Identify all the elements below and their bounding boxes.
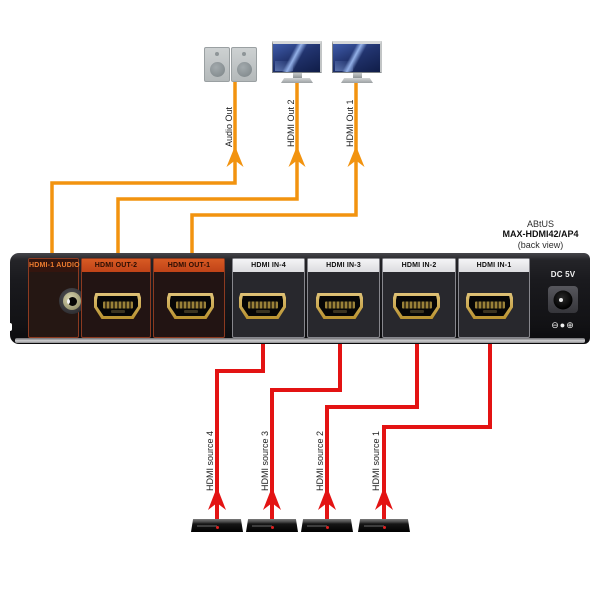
label-hdmi-source-2: HDMI source 2 (315, 430, 325, 491)
speaker-right-icon (231, 47, 257, 82)
speaker-woofer (236, 62, 252, 77)
arrow-up-source-4-icon (208, 487, 226, 510)
audio-jack-hole (67, 296, 77, 306)
label-audio-out: Audio Out (224, 106, 234, 147)
source-device-1-icon (358, 519, 410, 532)
arrow-up-source-2-icon (318, 487, 336, 510)
hdmi-in-2-port (393, 293, 440, 319)
port-label-hdmi1-audio: HDMI-1 AUDIO (29, 259, 80, 272)
cable-hdmi-out-2 (116, 80, 299, 258)
port-label-hdmi-in-3: HDMI IN-3 (308, 259, 379, 272)
view-caption: (back view) (517, 240, 564, 250)
speaker-pair-icon (204, 47, 257, 82)
hdmi-out-1-port (167, 293, 214, 319)
monitor-screen (272, 41, 322, 73)
label-hdmi-source-4: HDMI source 4 (205, 430, 215, 491)
section-hdmi1-audio: HDMI-1 AUDIO (28, 258, 85, 338)
arrow-up-hdmi-out-1-icon (347, 146, 365, 167)
port-label-hdmi-out-1: HDMI OUT-1 (154, 259, 224, 272)
monitor-out-2-icon (272, 41, 322, 83)
switcher-rear-panel: HDMI-1 AUDIO HDMI OUT-2 HDMI OUT-1 HDMI … (9, 253, 592, 344)
dc-power-jack (548, 286, 578, 313)
monitor-base (281, 78, 313, 83)
model-number: MAX-HDMI42/AP4 (502, 229, 579, 239)
arrow-up-hdmi-out-2-icon (288, 146, 306, 167)
panel-bottom-edge (15, 338, 585, 343)
speaker-tweeter (215, 52, 219, 56)
audio-jack-port (59, 288, 85, 314)
speaker-left-icon (204, 47, 230, 82)
cable-hdmi-in-3 (270, 336, 342, 520)
dc-jack-pin (559, 298, 564, 303)
cable-hdmi-out-1 (190, 80, 358, 258)
source-device-4-icon (191, 519, 243, 532)
brand-name: ABtUS (526, 219, 554, 229)
cable-audio-out (50, 80, 237, 258)
port-label-hdmi-in-1: HDMI IN-1 (459, 259, 529, 272)
hdmi-in-1-port (466, 293, 513, 319)
arrow-up-source-3-icon (263, 487, 281, 510)
cable-hdmi-in-2 (325, 336, 419, 520)
label-hdmi-source-1: HDMI source 1 (371, 430, 381, 491)
hdmi-in-4-port (239, 293, 286, 319)
hdmi-in-3-port (316, 293, 363, 319)
device-title: ABtUS MAX-HDMI42/AP4 (back view) (478, 219, 600, 250)
polarity-symbols: ⊖●⊕ (551, 320, 575, 330)
label-hdmi-source-3: HDMI source 3 (260, 430, 270, 491)
label-hdmi-out-1: HDMI Out 1 (345, 99, 355, 147)
monitor-neck (352, 73, 362, 78)
panel-left-notch (9, 323, 12, 331)
section-dc-power: DC 5V ⊖●⊕ (534, 258, 592, 338)
monitor-neck (292, 73, 302, 78)
port-label-hdmi-in-2: HDMI IN-2 (383, 259, 455, 272)
hdmi-out-2-port (94, 293, 141, 319)
monitor-out-1-icon (332, 41, 382, 83)
speaker-woofer (209, 62, 225, 77)
monitor-base (341, 78, 373, 83)
source-device-3-icon (246, 519, 298, 532)
arrow-up-audio-out-icon (226, 146, 244, 167)
arrow-up-source-1-icon (375, 487, 393, 510)
cable-hdmi-in-1 (382, 336, 492, 520)
dc-power-label: DC 5V (550, 270, 576, 279)
monitor-screen (332, 41, 382, 73)
speaker-tweeter (242, 52, 246, 56)
label-hdmi-out-2: HDMI Out 2 (286, 99, 296, 147)
source-device-2-icon (301, 519, 353, 532)
port-label-hdmi-in-4: HDMI IN-4 (233, 259, 304, 272)
audio-jack-glint (67, 299, 70, 304)
cable-hdmi-in-4 (215, 336, 265, 520)
port-label-hdmi-out-2: HDMI OUT-2 (82, 259, 150, 272)
